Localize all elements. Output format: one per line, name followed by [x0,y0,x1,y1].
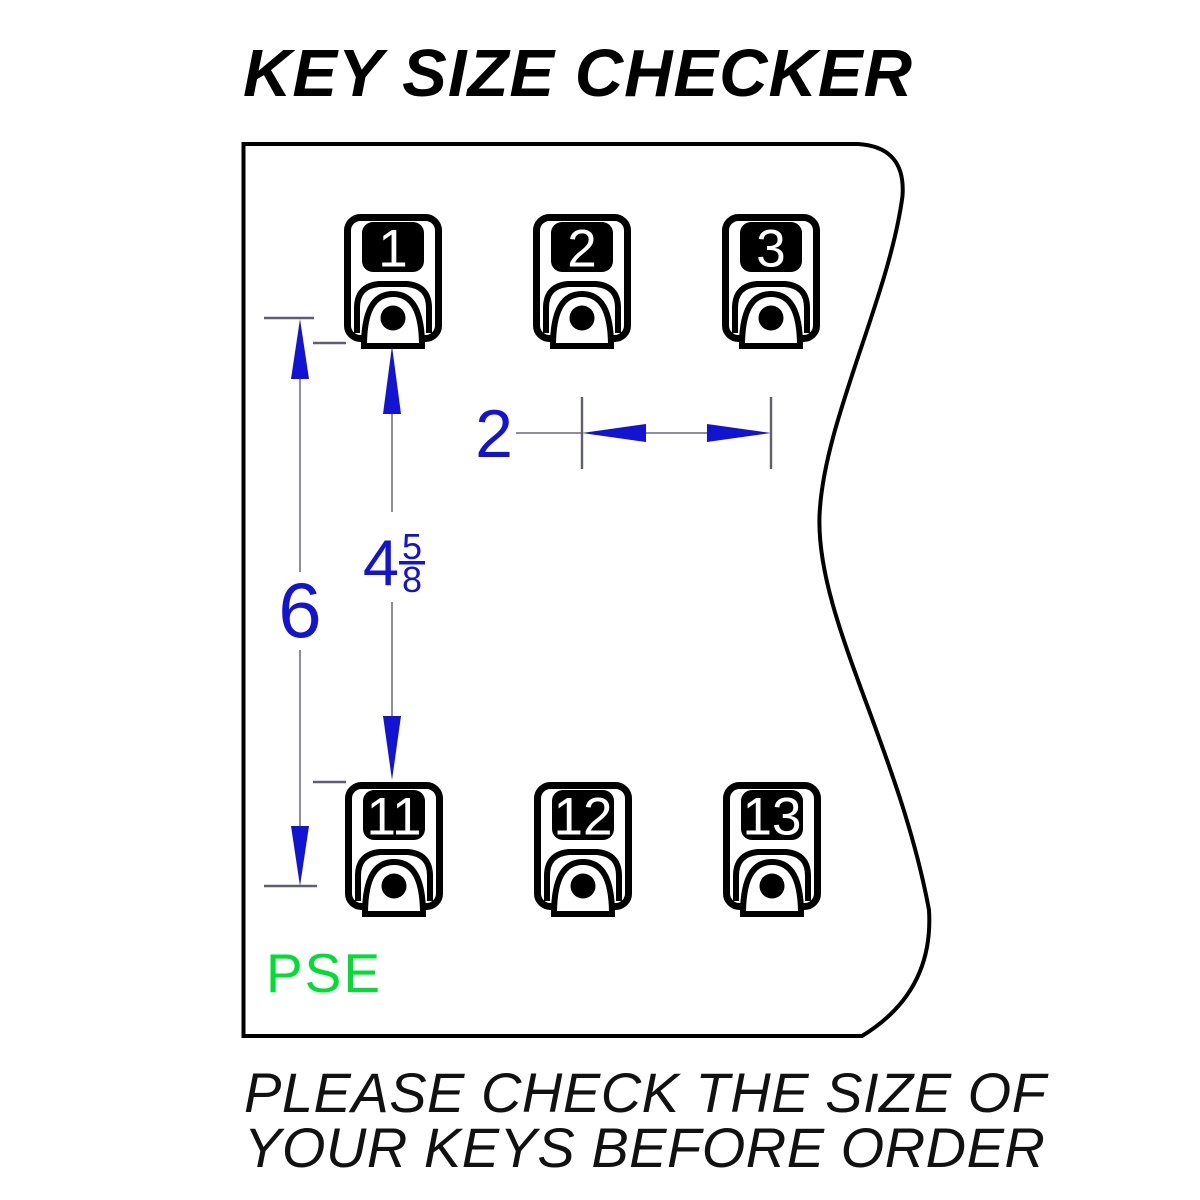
dimension-annotations: 6 2 4 5 8 [264,316,773,888]
arrow-left-icon [582,424,646,442]
arrow-up-icon [291,319,309,379]
dimension-arrows [291,319,771,886]
fraction-bar [399,561,425,565]
key-number-plate [552,790,614,840]
keyhole-arch [732,281,810,333]
key-number-plate [551,222,613,272]
arrow-up-icon [383,346,401,414]
keyhole-arch [733,849,811,901]
page-title: KEY SIZE CHECKER [243,36,913,111]
key-slot-13: 13 [723,782,821,917]
keyhole-arch [354,281,432,333]
keyhole-dot [381,873,407,899]
key-number-plate [740,222,802,272]
dimension-values: 6 2 4 5 8 [278,396,513,654]
footer-caption: PLEASE CHECK THE SIZE OF YOUR KEYS BEFOR… [244,1061,1049,1179]
key-number: 13 [743,788,802,847]
arrow-down-icon [291,826,309,886]
key-slot-1: 1 [344,214,442,349]
dimension-lines [299,376,707,828]
keyhole-dot [569,305,595,331]
dimension-value-2: 2 [475,396,513,472]
keyhole-dot [758,305,784,331]
keyhole-dot [570,873,596,899]
key-slot-3: 3 [722,214,820,349]
fraction-numerator: 5 [402,526,422,567]
keyhole-arch [543,281,621,333]
dimension-value-4: 4 [363,526,399,599]
key-number-plate [741,790,803,840]
keyhole-arch [544,849,622,901]
dimension-value-6: 6 [278,566,321,654]
arrow-down-icon [383,716,401,780]
key-number-plate [362,222,424,272]
footer-line-2: YOUR KEYS BEFORE ORDER [244,1116,1045,1179]
key-slots: 1 2 3 11 [344,214,821,917]
key-number: 1 [378,220,407,279]
key-number-plate [363,790,425,840]
key-number: 12 [554,788,613,847]
keyhole-dot [380,305,406,331]
key-number: 11 [366,788,421,847]
arrow-right-icon [707,424,771,442]
fraction-denominator: 8 [402,559,422,600]
keyhole-dot [759,873,785,899]
key-slot-2: 2 [533,214,631,349]
keyhole-arch [355,849,433,901]
key-number: 3 [756,220,785,279]
key-slot-12: 12 [534,782,632,917]
key-slot-11: 11 [345,782,443,917]
key-number: 2 [567,220,596,279]
footer-line-1: PLEASE CHECK THE SIZE OF [244,1061,1049,1124]
brand-text: PSE [266,942,382,1004]
